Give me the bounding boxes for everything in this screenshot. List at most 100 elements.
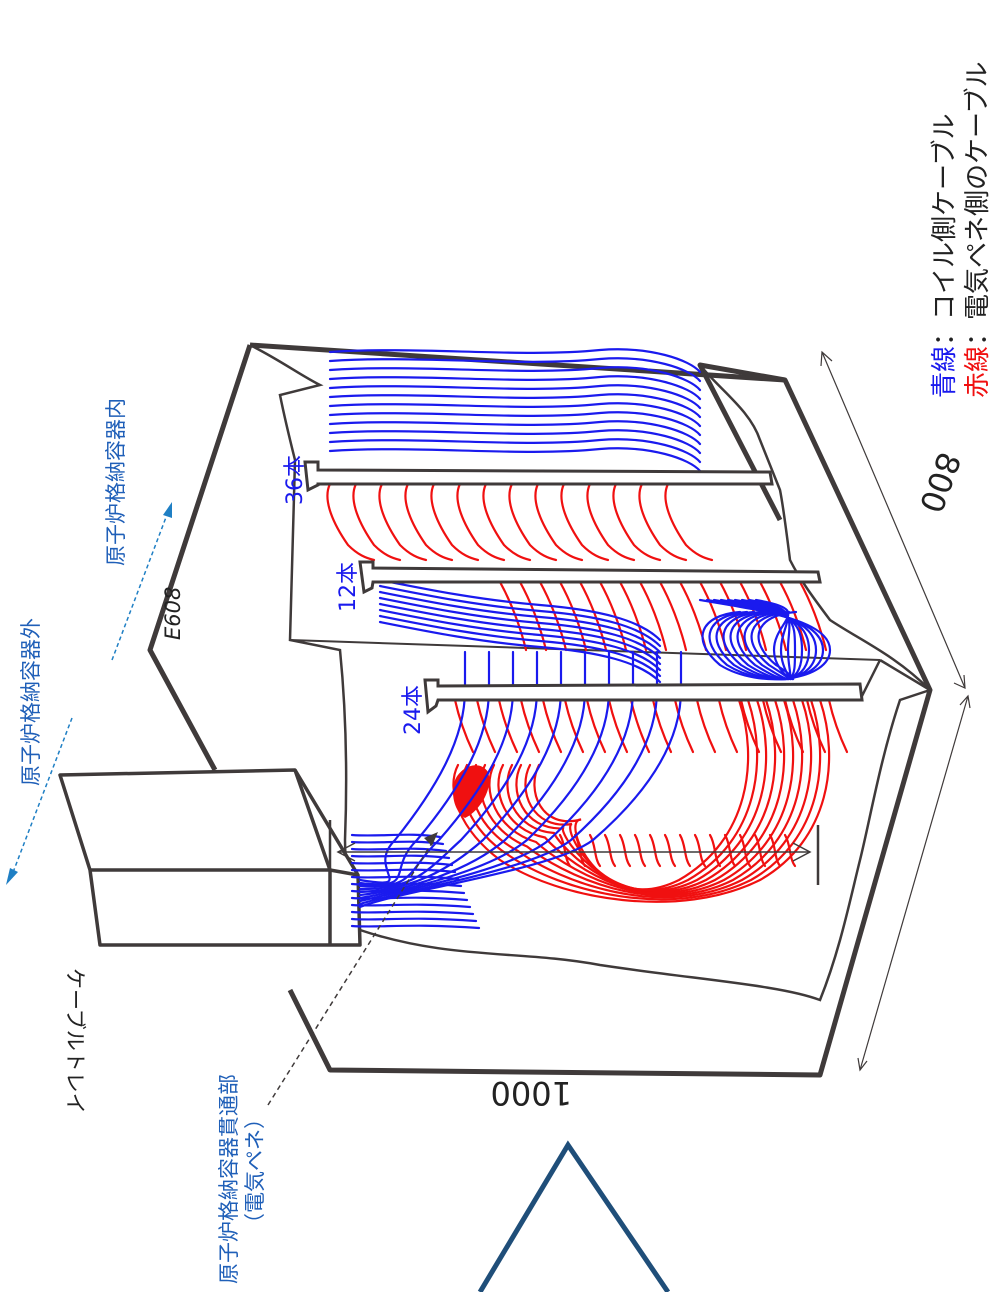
- svg-text:赤線：電気ペネ側のケーブル: 赤線：電気ペネ側のケーブル: [963, 62, 993, 398]
- red-cable-strand: [541, 698, 563, 754]
- red-cable-strand: [497, 698, 786, 894]
- red-cable-strand: [673, 698, 695, 754]
- red-cable-strand: [612, 482, 662, 562]
- legend-red-desc: 電気ペネ側のケーブル: [963, 62, 993, 320]
- label-count-12: 12本: [336, 562, 361, 612]
- blue-cable-strand: [350, 889, 466, 895]
- red-cable-strand: [695, 698, 717, 754]
- red-cable-strand: [607, 698, 629, 754]
- blue-cable-strand: [350, 882, 463, 888]
- blue-cable-strand: [328, 348, 702, 374]
- label-penetration-1: 原子炉格納容器貫通部: [217, 1074, 241, 1284]
- red-cable-strand: [378, 482, 428, 562]
- blue-cable-strand: [328, 438, 702, 464]
- blue-cable-strand: [350, 875, 460, 881]
- blue-cable-strand: [358, 650, 611, 900]
- red-cable-strand: [404, 482, 454, 562]
- blue-cable-strand: [378, 590, 662, 654]
- red-cable-strand: [585, 698, 607, 754]
- blue-cable-strand: [328, 402, 702, 428]
- red-cable-strand: [761, 698, 783, 754]
- blue-cable-strand: [328, 411, 702, 437]
- red-cable-strand: [778, 580, 808, 652]
- terminal-rail-12: [358, 560, 822, 595]
- blue-cable-strand: [358, 650, 635, 903]
- red-cable-strand: [519, 698, 541, 754]
- blue-cable-strand: [350, 847, 448, 853]
- red-cable-strand: [479, 698, 804, 897]
- label-count-36: 36本: [283, 455, 308, 505]
- label-cable-tray: ケーブルトレイ: [63, 968, 87, 1114]
- blue-cable-strand: [378, 584, 662, 648]
- legend: 青線：コイル側ケーブル 赤線：電気ペネ側のケーブル: [930, 62, 993, 398]
- red-cable-strand: [470, 698, 813, 899]
- red-cable-strand: [586, 482, 636, 562]
- red-cable-strand: [326, 482, 376, 562]
- svg-text:青線：コイル側ケーブル: 青線：コイル側ケーブル: [930, 114, 960, 398]
- red-cable-strand: [805, 698, 827, 754]
- blue-cable-strand: [378, 602, 662, 666]
- terminal-rail-36: [303, 460, 774, 493]
- red-cable-strand: [518, 580, 548, 652]
- red-cable-strand: [558, 580, 588, 652]
- label-inside-containment: 原子炉格納容器内: [104, 398, 128, 566]
- red-cable-strand: [508, 482, 558, 562]
- terminal-rails: [303, 460, 864, 715]
- blue-cable-strand: [350, 910, 475, 916]
- blue-cable-strand: [754, 598, 798, 681]
- legend-blue-sep: ：: [930, 320, 960, 346]
- dimension-depth: [820, 350, 971, 1072]
- legend-blue-desc: コイル側ケーブル: [930, 114, 960, 320]
- blue-cable-strand: [378, 620, 662, 684]
- blue-cable-strand: [328, 393, 702, 419]
- red-cable-strand: [497, 698, 519, 754]
- penetration-leader: [267, 832, 438, 1106]
- blue-cable-strand: [350, 868, 457, 874]
- blue-cable-strand: [350, 917, 478, 923]
- red-cable-strand: [651, 698, 673, 754]
- red-cable-strand: [453, 698, 475, 754]
- label-outside-containment: 原子炉格納容器外: [19, 618, 43, 786]
- logo-triangle: [477, 1140, 671, 1292]
- red-cable-strand: [658, 580, 688, 652]
- red-cable-strand: [461, 698, 822, 901]
- red-cable-strand: [482, 482, 532, 562]
- blue-cable-strand: [358, 650, 587, 897]
- legend-blue-key: 青線: [930, 346, 960, 398]
- blue-cable-strand: [358, 650, 515, 888]
- cable-tray: [58, 768, 362, 947]
- red-cable-strand: [618, 833, 632, 868]
- blue-cable-strand: [328, 375, 702, 401]
- red-cable-strand: [663, 833, 677, 868]
- red-cable-strand: [717, 698, 739, 754]
- red-cable-strand: [693, 833, 707, 868]
- label-count-24: 24本: [401, 685, 426, 735]
- blue-cable-strand: [328, 384, 702, 410]
- red-cable-strand: [475, 698, 497, 754]
- label-box-id: E608: [161, 587, 185, 640]
- red-cable-strand: [560, 482, 610, 562]
- red-cable-strand: [638, 482, 688, 562]
- blue-cable-strand: [350, 861, 454, 867]
- red-cable-strand: [515, 698, 768, 892]
- red-cable-strand: [452, 698, 831, 903]
- blue-cable-strand: [358, 650, 659, 906]
- label-penetration-2: （電気ペネ）: [243, 1108, 267, 1234]
- red-cable-strand: [430, 482, 480, 562]
- red-cable-strand: [506, 698, 777, 893]
- red-cable-strand: [678, 833, 692, 868]
- blue-cable-strand: [378, 596, 662, 660]
- red-cable-strand: [456, 482, 506, 562]
- blue-cable-strand: [358, 650, 467, 884]
- red-cable-strand: [534, 482, 584, 562]
- terminal-rail-24: [423, 678, 864, 715]
- red-cable-strand: [633, 833, 647, 868]
- red-cable-strand: [648, 833, 662, 868]
- red-cable-strand: [352, 482, 402, 562]
- box-floor-edge: [858, 658, 931, 701]
- red-cable-strand: [664, 482, 714, 562]
- blue-cable-bundle: [328, 348, 832, 930]
- blue-cable-strand: [378, 614, 662, 678]
- red-cable-strand: [618, 580, 648, 652]
